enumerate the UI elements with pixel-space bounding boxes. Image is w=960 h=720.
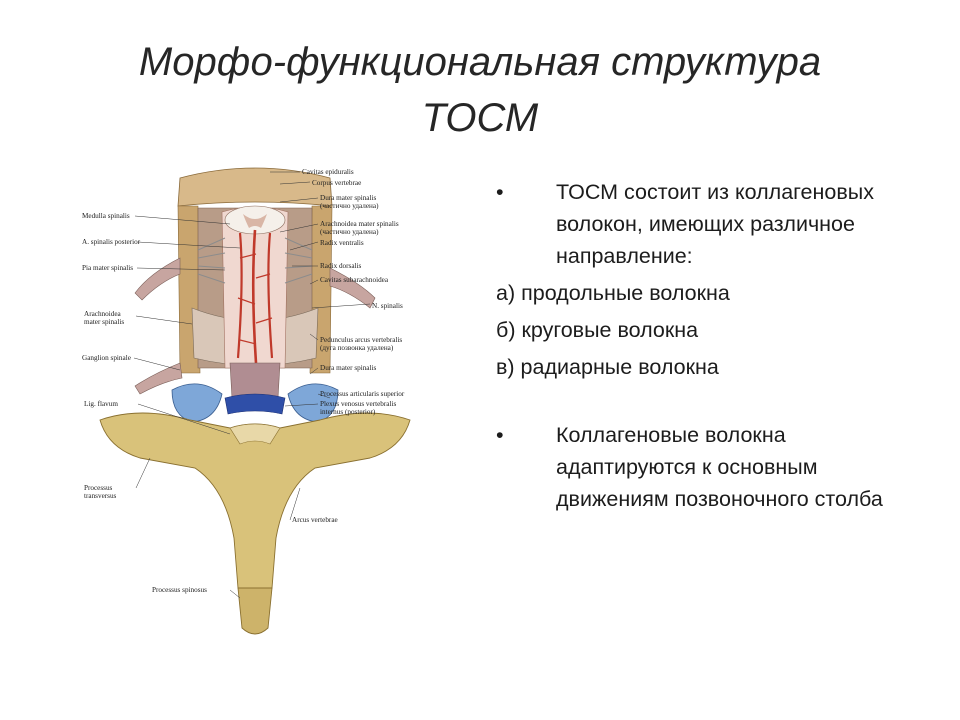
label-processus-spinosus: Processus spinosus (152, 586, 207, 594)
label-arachnoidea-1-note: (частично удалена) (320, 228, 379, 236)
processus-articularis-right-shape (287, 383, 339, 423)
artery-line-1 (236, 232, 243, 359)
label-processus-transversus: Processus (84, 484, 113, 492)
bullet-adaptation: • Коллагеновые волокна адаптируются к ос… (496, 419, 896, 515)
title-line-1: Морфо-функциональная структура (138, 40, 822, 84)
nerve-rootlets-right (284, 237, 313, 284)
slide-title: Морфо-функциональная структура ТОСМ (60, 34, 900, 146)
lig-flavum-shape (229, 423, 281, 445)
ganglion-spinale-shape (134, 362, 183, 395)
cord-lower-shape (229, 362, 281, 399)
label-arcus-vertebrae: Arcus vertebrae (292, 516, 338, 524)
n-spinalis-right-shape (329, 267, 376, 309)
label-radix-ventralis: Radix ventralis (320, 239, 364, 247)
label-plexus-note: internus (posterior) (320, 408, 376, 416)
leader-lines (133, 171, 371, 599)
label-ganglion-spinale: Ganglion spinale (82, 354, 131, 362)
label-pedunculus-note: (дуга позвонка удалена) (320, 344, 394, 352)
bullet-adaptation-text: Коллагеновые волокна адаптируются к осно… (556, 423, 883, 511)
label-plexus: Plexus venosus vertebralis (320, 400, 396, 408)
label-processus-articularis: Processus articularis superior (320, 390, 405, 398)
spinal-cord-illustration: Medulla spinalis A. spinalis posterior P… (80, 158, 450, 648)
label-arachnoidea-2b: mater spinalis (84, 318, 124, 326)
item-radial: в) радиарные волокна (496, 355, 719, 379)
label-a-spinalis-posterior: A. spinalis posterior (82, 238, 141, 246)
label-radix-dorsalis: Radix dorsalis (320, 262, 362, 270)
title-line-2: ТОСМ (421, 96, 539, 140)
processus-articularis-left-shape (171, 383, 223, 423)
artery-line-2 (251, 229, 258, 364)
artery-line-3 (267, 232, 274, 359)
plexus-venosus-shape (224, 393, 286, 415)
item-longitudinal: а) продольные волокна (496, 281, 730, 305)
label-pedunculus: Pedunculus arcus vertebralis (320, 336, 402, 344)
label-cavitas-epiduralis: Cavitas epiduralis (302, 168, 354, 176)
spacer (496, 383, 896, 419)
grey-matter-shape (243, 214, 267, 228)
label-arachnoidea-2: Arachnoidea (84, 310, 122, 318)
nerve-rootlets-left (197, 237, 226, 284)
slide-content: • ТОСМ состоит из коллагеновых волокон, … (496, 176, 896, 515)
n-spinalis-left-shape (134, 257, 181, 301)
label-processus-transversus-b: transversus (84, 492, 117, 500)
anatomy-drawing: Medulla spinalis A. spinalis posterior P… (82, 167, 411, 635)
bullet-marker-2: • (496, 423, 504, 447)
label-n-spinalis: N. spinalis (372, 302, 403, 310)
item-circular: б) круговые волокна (496, 318, 699, 342)
label-arachnoidea-1: Arachnoidea mater spinalis (320, 220, 399, 228)
processus-spinosus-shape (237, 587, 273, 635)
label-dura-mater-1-note: (частично удалена) (320, 202, 379, 210)
label-dura-mater-2: Dura mater spinalis (320, 364, 376, 372)
bullet-composition-text: ТОСМ состоит из коллагеновых волокон, им… (556, 180, 874, 268)
label-lig-flavum: Lig. flavum (84, 400, 118, 408)
label-pia-mater: Pia mater spinalis (82, 264, 133, 272)
label-corpus-vertebrae: Corpus vertebrae (312, 179, 361, 187)
bullet-composition: • ТОСМ состоит из коллагеновых волокон, … (496, 176, 896, 272)
artery-branches (237, 253, 273, 345)
label-cavitas-subarachnoidea: Cavitas subarachnoidea (320, 276, 389, 284)
bullet-marker-1: • (496, 180, 504, 204)
label-medulla-spinalis: Medulla spinalis (82, 212, 130, 220)
label-dura-mater-1: Dura mater spinalis (320, 194, 376, 202)
